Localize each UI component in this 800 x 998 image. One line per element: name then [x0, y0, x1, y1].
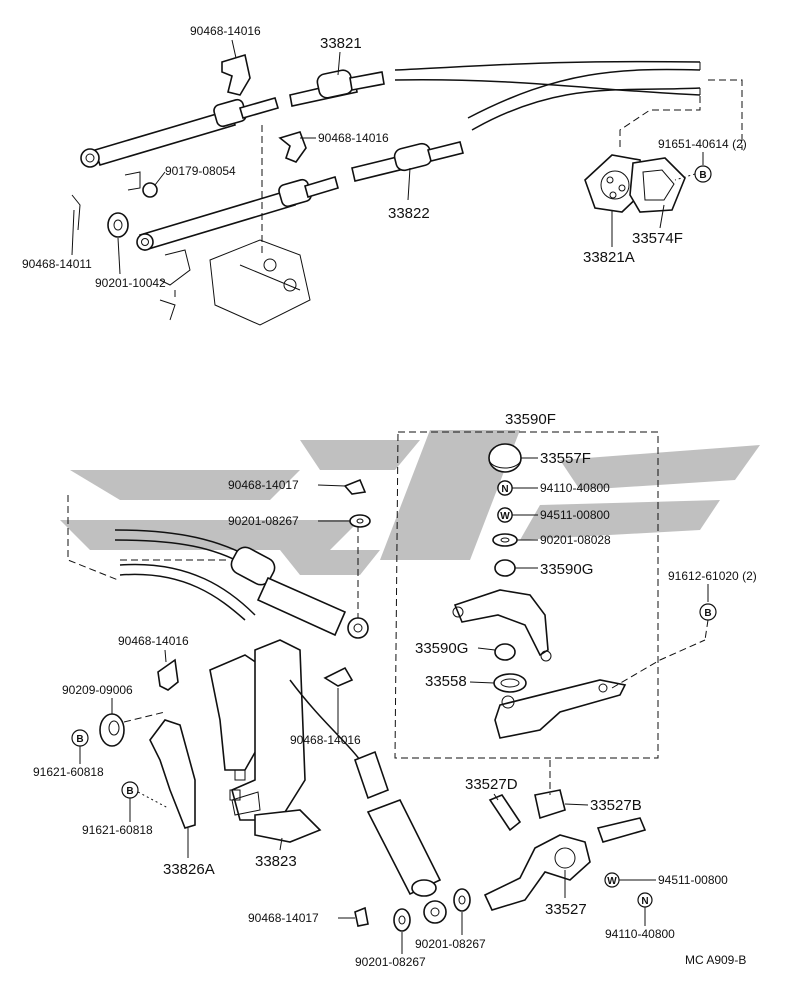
upper-cable-assembly: [71, 53, 743, 326]
label-33590G-b: 33590G: [415, 640, 468, 657]
label-33826A: 33826A: [163, 861, 215, 878]
svg-text:N: N: [501, 484, 508, 495]
badge-n-upper: N: [497, 480, 513, 496]
label-90201-08267-c: 90201-08267: [355, 955, 426, 969]
label-90201-08028: 90201-08028: [540, 533, 611, 547]
badge-n-lower: N: [637, 892, 653, 908]
svg-text:W: W: [500, 511, 510, 522]
label-33527B: 33527B: [590, 797, 642, 814]
label-33822: 33822: [388, 205, 430, 222]
svg-text:N: N: [641, 896, 648, 907]
badge-w-upper: W: [497, 507, 513, 523]
footer-code: MC A909-B: [685, 953, 746, 967]
svg-text:B: B: [704, 608, 711, 619]
lower-shift-assembly: [67, 431, 706, 932]
label-90201-10042: 90201-10042: [95, 276, 166, 290]
label-90179-08054: 90179-08054: [165, 164, 236, 178]
label-33590F: 33590F: [505, 411, 556, 428]
label-94110-40800-a: 94110-40800: [540, 481, 610, 495]
badge-b-upper: B: [694, 165, 712, 183]
label-90201-08267-a: 90201-08267: [228, 514, 299, 528]
upper-labels: 90468-14016 33821 90468-14016 90179-0805…: [22, 24, 747, 290]
svg-text:B: B: [699, 170, 706, 181]
label-33557F: 33557F: [540, 450, 591, 467]
lower-labels: 33590F 33557F N 94110-40800 W 94511-0080…: [33, 411, 757, 969]
label-90468-14011: 90468-14011: [22, 257, 92, 271]
label-90468-14016-c: 90468-14016: [118, 634, 189, 648]
label-90209-09006: 90209-09006: [62, 683, 133, 697]
label-33590G-a: 33590G: [540, 561, 593, 578]
label-33574F: 33574F: [632, 230, 683, 247]
label-33821A: 33821A: [583, 249, 635, 266]
label-90468-14016-b: 90468-14016: [318, 131, 389, 145]
label-94110-40800-b: 94110-40800: [605, 927, 675, 941]
badge-w-lower: W: [604, 872, 620, 888]
label-33527: 33527: [545, 901, 587, 918]
label-91651-40614: 91651-40614 (2): [658, 137, 747, 151]
badge-b-left-b: B: [121, 781, 139, 799]
badge-b-right: B: [699, 603, 717, 621]
label-91621-60818-b: 91621-60818: [82, 823, 153, 837]
badge-b-left-a: B: [71, 729, 89, 747]
label-33821: 33821: [320, 35, 362, 52]
label-90201-08267-b: 90201-08267: [415, 937, 486, 951]
svg-text:B: B: [76, 734, 83, 745]
label-33527D: 33527D: [465, 776, 518, 793]
label-91621-60818-a: 91621-60818: [33, 765, 104, 779]
label-33823: 33823: [255, 853, 297, 870]
label-91612-61020: 91612-61020 (2): [668, 569, 757, 583]
svg-text:B: B: [126, 786, 133, 797]
label-90468-14016-d: 90468-14016: [290, 733, 361, 747]
label-90468-14017-a: 90468-14017: [228, 478, 299, 492]
label-90468-14016-a: 90468-14016: [190, 24, 261, 38]
watermark-logo: [60, 430, 760, 575]
svg-text:W: W: [607, 876, 617, 887]
label-94511-00800-a: 94511-00800: [540, 508, 610, 522]
label-94511-00800-b: 94511-00800: [658, 873, 728, 887]
label-90468-14017-b: 90468-14017: [248, 911, 319, 925]
label-33558: 33558: [425, 673, 467, 690]
